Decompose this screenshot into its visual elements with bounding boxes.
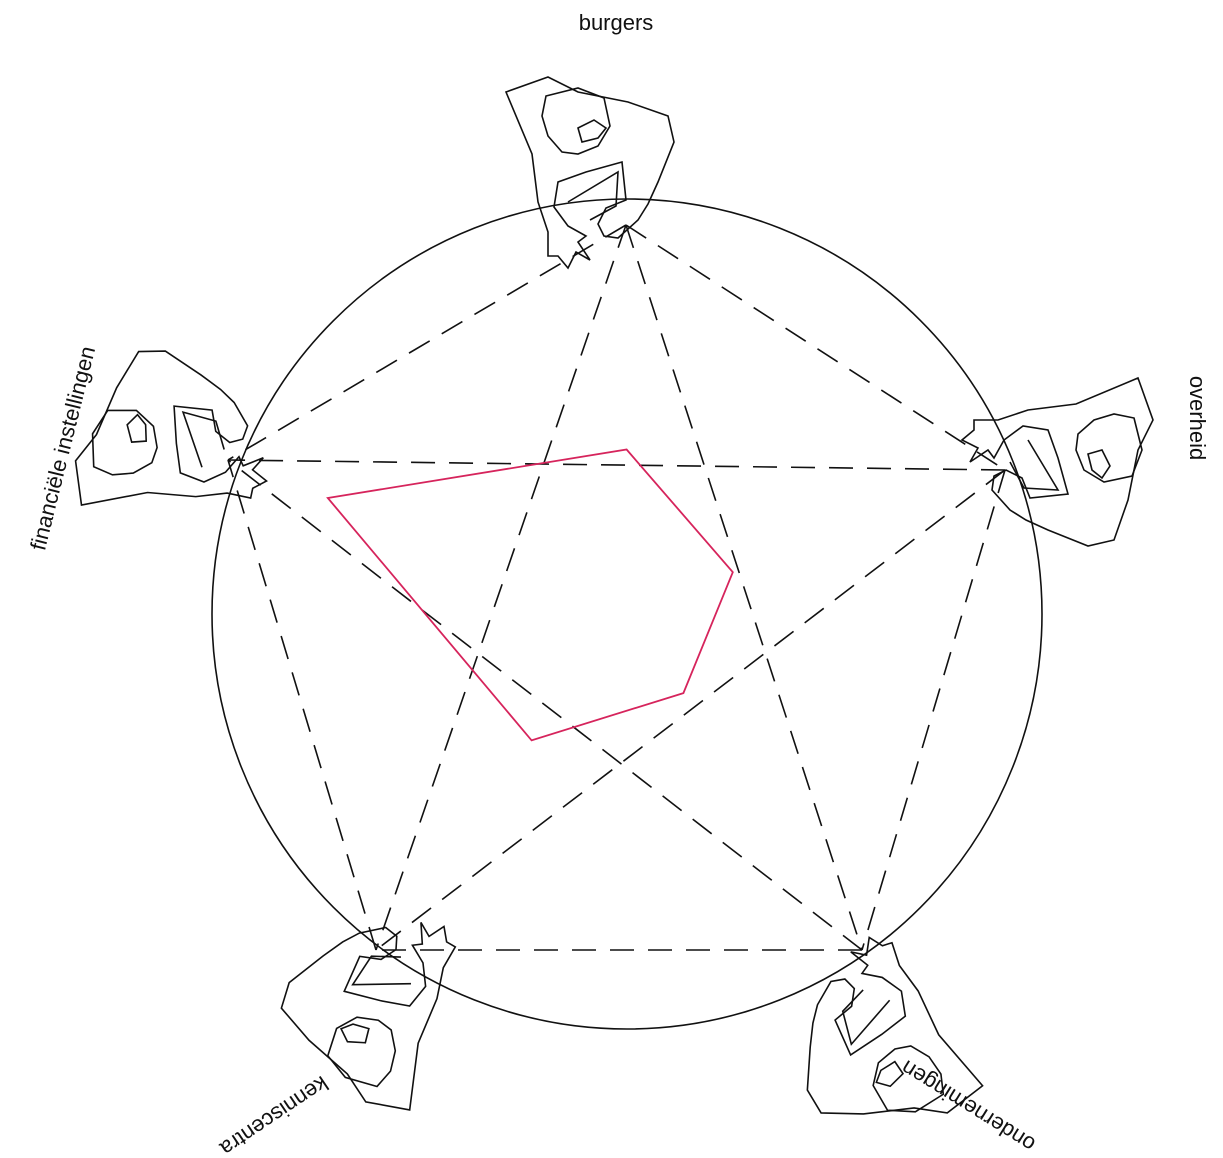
connection-ondernemingen-financiele-instellingen [227, 459, 863, 951]
person-kenniscentra [255, 872, 499, 1124]
person-ondernemingen [767, 917, 989, 1153]
connection-overheid-kenniscentra [375, 469, 1006, 951]
connection-burgers-kenniscentra [375, 224, 627, 951]
connection-overheid-ondernemingen [861, 469, 1006, 951]
label-financiele-instellingen: financiële instellingen [25, 344, 100, 553]
connection-lines [227, 224, 1006, 951]
label-kenniscentra: kenniscentra [215, 1071, 333, 1158]
connection-burgers-overheid [625, 224, 1006, 471]
profile-polygon [326, 448, 734, 742]
label-burgers: burgers [579, 10, 654, 35]
person-financiele-instellingen [66, 336, 290, 543]
connection-overheid-financiele-instellingen [227, 459, 1006, 471]
connection-burgers-ondernemingen [625, 224, 863, 951]
label-overheid: overheid [1185, 376, 1210, 460]
connection-kenniscentra-financiele-instellingen [227, 459, 377, 951]
person-burgers [505, 76, 675, 269]
round-table [211, 198, 1043, 1030]
connection-burgers-financiele-instellingen [227, 224, 627, 461]
label-ondernemingen: ondernemingen [897, 1055, 1040, 1157]
